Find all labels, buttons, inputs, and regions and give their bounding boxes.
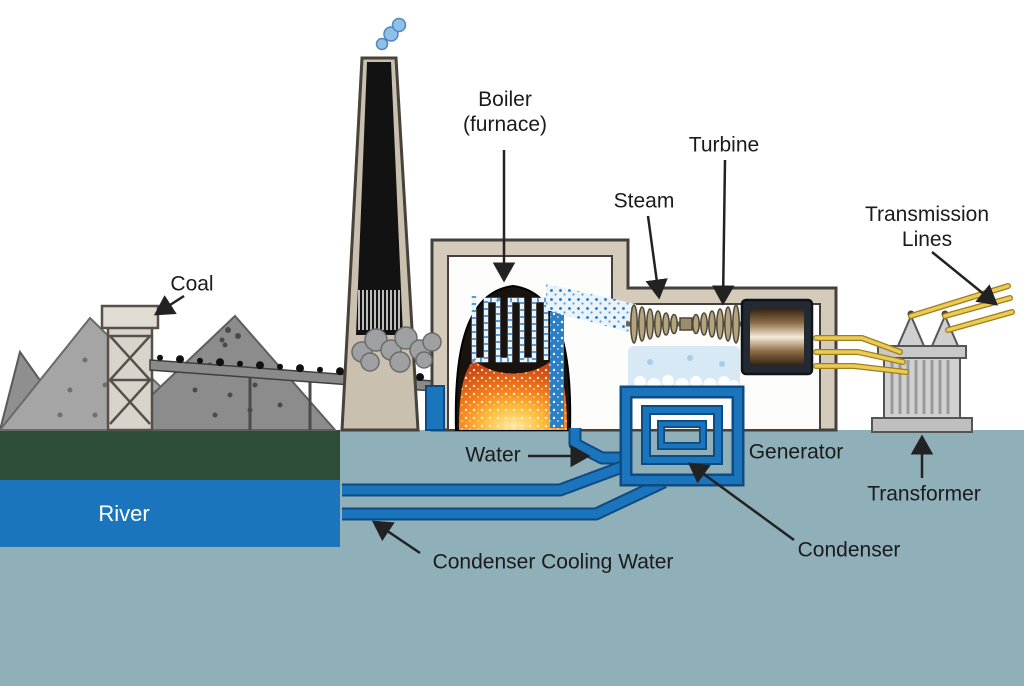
transformer: [871, 310, 973, 433]
generator: [740, 298, 814, 376]
stack-smoke-icon: [375, 17, 407, 51]
river-label: River: [98, 500, 150, 526]
condenser-arrow: [687, 462, 795, 542]
coal-label: Coal: [170, 272, 214, 296]
boiler-label: Boiler (furnace): [463, 87, 547, 137]
coal-silo: [100, 304, 160, 432]
transmission-lines: [813, 283, 1015, 375]
transformer-label: Transformer: [867, 482, 981, 506]
turbine: [626, 304, 744, 344]
condenser: [619, 385, 745, 487]
steam-label: Steam: [613, 189, 675, 213]
ground: [0, 430, 1024, 686]
river: [0, 480, 340, 547]
boiler-label-line1: Boiler: [478, 87, 532, 111]
turbine-arrow: [711, 159, 735, 306]
transmission-label-line2: Lines: [901, 228, 953, 251]
flue-smoke-puffs: [351, 326, 442, 373]
smokestack: [340, 17, 420, 432]
cooling-water-pipes: [342, 428, 667, 521]
steam-arrow: [645, 215, 668, 300]
boiler-furnace: [454, 284, 572, 431]
transmission-arrow: [931, 251, 998, 306]
generator-label: Generator: [748, 440, 844, 464]
boiler-label-line2: (furnace): [462, 113, 548, 136]
condenser-cooling-water-label: Condenser Cooling Water: [432, 550, 674, 574]
condenser-label: Condenser: [797, 538, 901, 562]
stack-grate: [358, 290, 400, 330]
turbine-label: Turbine: [688, 133, 760, 157]
water-label: Water: [465, 443, 521, 467]
water-inlet-pipe: [425, 385, 445, 431]
river-bank: [0, 430, 340, 480]
transmission-lines-label: Transmission Lines: [865, 202, 989, 252]
coal-arrow: [153, 294, 185, 316]
cooling-water-arrow: [371, 520, 421, 555]
label-arrows: [153, 150, 998, 555]
exhaust-steam-mist: [628, 346, 740, 392]
transmission-label-line1: Transmission: [864, 202, 990, 226]
steam-channel: [546, 284, 636, 334]
